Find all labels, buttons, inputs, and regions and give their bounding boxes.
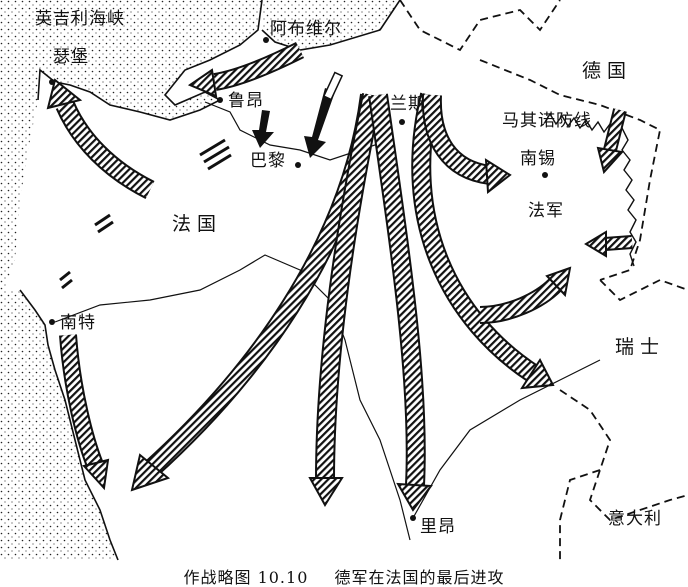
label-lyon: 里昂 — [420, 517, 456, 537]
arrow-nancy — [421, 94, 512, 194]
arrow-cherbourg — [46, 78, 155, 199]
sea-north — [262, 0, 400, 50]
solid-arrows — [252, 88, 335, 158]
arrow-south-lyon — [368, 93, 433, 512]
arrow-nantes-south — [59, 334, 110, 491]
border-swiss-italy — [559, 389, 688, 560]
coastline — [19, 0, 401, 561]
label-italy: 意大利 — [608, 509, 662, 529]
label-abbeville: 阿布维尔 — [270, 19, 342, 39]
border-germany — [399, 0, 688, 302]
label-paris: 巴黎 — [250, 151, 286, 171]
attack-arrows — [46, 41, 633, 512]
label-switzerland: 瑞士 — [615, 336, 666, 358]
label-cherbourg: 瑟堡 — [53, 47, 89, 67]
label-maginot: 马其诺防线 — [502, 111, 592, 131]
arrow-maginot-1 — [596, 108, 627, 175]
arrow-abbeville — [187, 41, 305, 98]
arrow-southeast-loop — [411, 92, 555, 390]
caption-title: 德军在法国的最后进攻 — [334, 568, 505, 587]
label-french-army: 法军 — [528, 201, 564, 221]
label-nancy: 南锡 — [520, 149, 556, 169]
sea-channel — [0, 0, 262, 300]
arrow-south-1 — [308, 92, 382, 507]
map-caption: 作战略图 10.10 德军在法国的最后进攻 — [0, 564, 688, 587]
label-germany: 德国 — [582, 60, 633, 82]
broken-front — [59, 138, 232, 290]
caption-figure: 作战略图 10.10 — [183, 568, 309, 587]
label-nantes: 南特 — [60, 313, 96, 333]
city-dots — [49, 37, 548, 521]
arrow-maginot-2 — [584, 230, 633, 258]
river-rhone — [412, 359, 601, 519]
arrow-french-counter — [479, 266, 572, 324]
label-rouen: 鲁昂 — [228, 91, 264, 111]
label-channel: 英吉利海峡 — [35, 9, 125, 29]
label-france: 法国 — [172, 213, 223, 235]
sea-atlantic — [0, 290, 118, 560]
label-reims: 兰斯 — [390, 94, 426, 114]
river-loire — [54, 254, 411, 541]
